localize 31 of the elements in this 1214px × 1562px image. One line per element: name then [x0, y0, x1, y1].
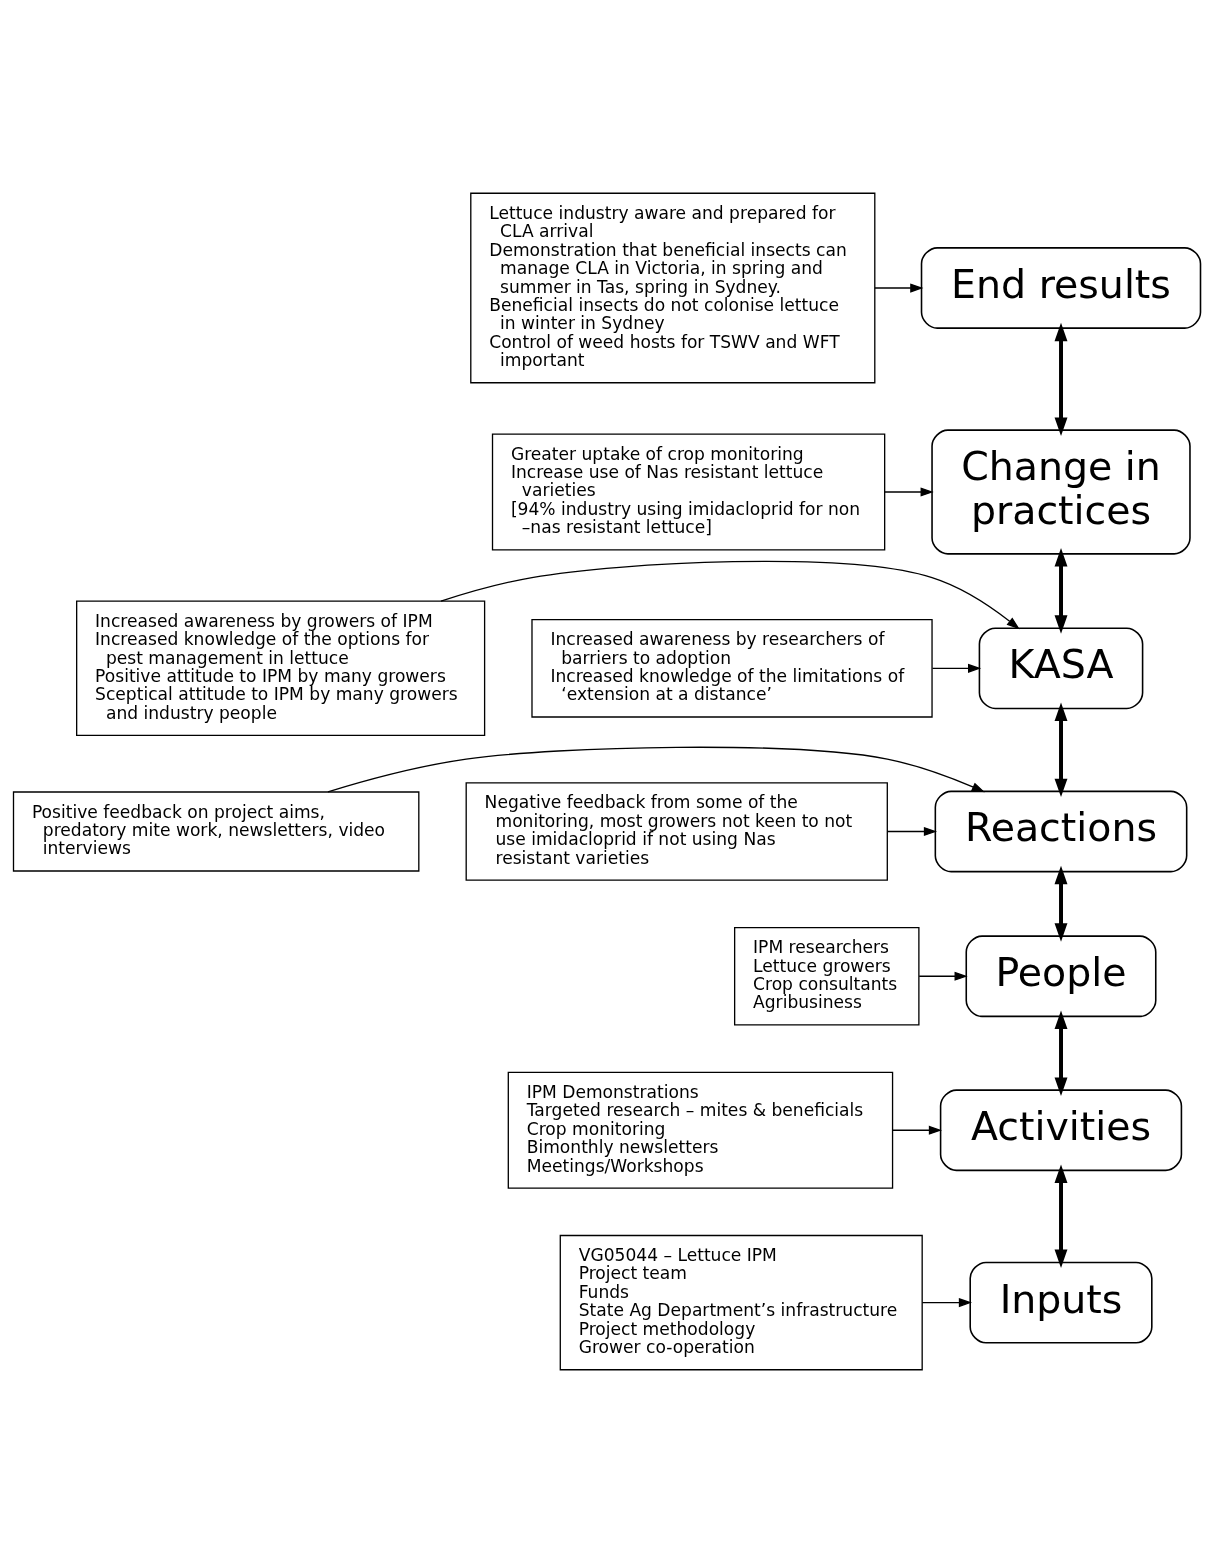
arrow: [1054, 547, 1068, 634]
arrow: [931, 663, 982, 673]
node-box: IPM Demonstrations Targeted research – mites & beneficials Crop monitoring Bimonthly newsletters Meetings/Workshops: [507, 1071, 894, 1189]
node-box: Greater uptake of crop monitoring Increase use of Nas resistant lettuce varieties [94% industry using imidacloprid for non –nas resistant lettuce]: [491, 432, 886, 551]
node-box: Increased awareness by researchers of barriers to adoption Increased knowledge of the limitations of ‘extension at a distance’: [531, 618, 933, 718]
arrow: [887, 826, 938, 836]
node-box: IPM researchers Lettuce growers Crop consultants Agribusiness: [734, 926, 920, 1026]
node-box: End results: [920, 246, 1202, 329]
node-box: Activities: [939, 1088, 1183, 1171]
arrow: [921, 1297, 972, 1307]
arrow: [918, 971, 968, 981]
arrow: [440, 560, 1020, 629]
arrow: [1054, 1010, 1068, 1096]
arrow: [327, 746, 985, 792]
node-box: Reactions: [934, 790, 1188, 872]
node-box: Change in practices: [931, 428, 1191, 555]
node-box: Increased awareness by growers of IPM Increased knowledge of the options for pest management in lettuce Positive attitude to IPM by many growers Sceptical attitude to IPM by many growers and industry people: [76, 600, 486, 736]
arrow: [892, 1125, 943, 1135]
node-box: KASA: [978, 626, 1144, 709]
node-box: People: [965, 934, 1157, 1017]
arrow: [1054, 322, 1068, 436]
node-box: Inputs: [969, 1261, 1153, 1344]
arrow: [1054, 702, 1068, 797]
arrow: [884, 486, 934, 497]
arrow: [1054, 1164, 1068, 1268]
node-box: Lettuce industry aware and prepared for CLA arrival Demonstration that beneficial insects can manage CLA in Victoria, in spring and summer in Tas, spring in Sydney. Beneficial insects do not colonise lettuce in winter in Sydney Control of weed hosts for TSWV and WFT important: [470, 192, 876, 383]
arrow: [1054, 865, 1068, 942]
arrow: [874, 282, 924, 293]
node-box: VG05044 – Lettuce IPM Project team Funds State Ag Department’s infrastructure Project methodology Grower co-operation: [559, 1234, 923, 1370]
node-box: Positive feedback on project aims, predatory mite work, newsletters, video interviews: [12, 790, 420, 872]
node-box: Negative feedback from some of the monitoring, most growers not keen to not use imidacloprid if not using Nas resistant varieties: [465, 781, 888, 881]
